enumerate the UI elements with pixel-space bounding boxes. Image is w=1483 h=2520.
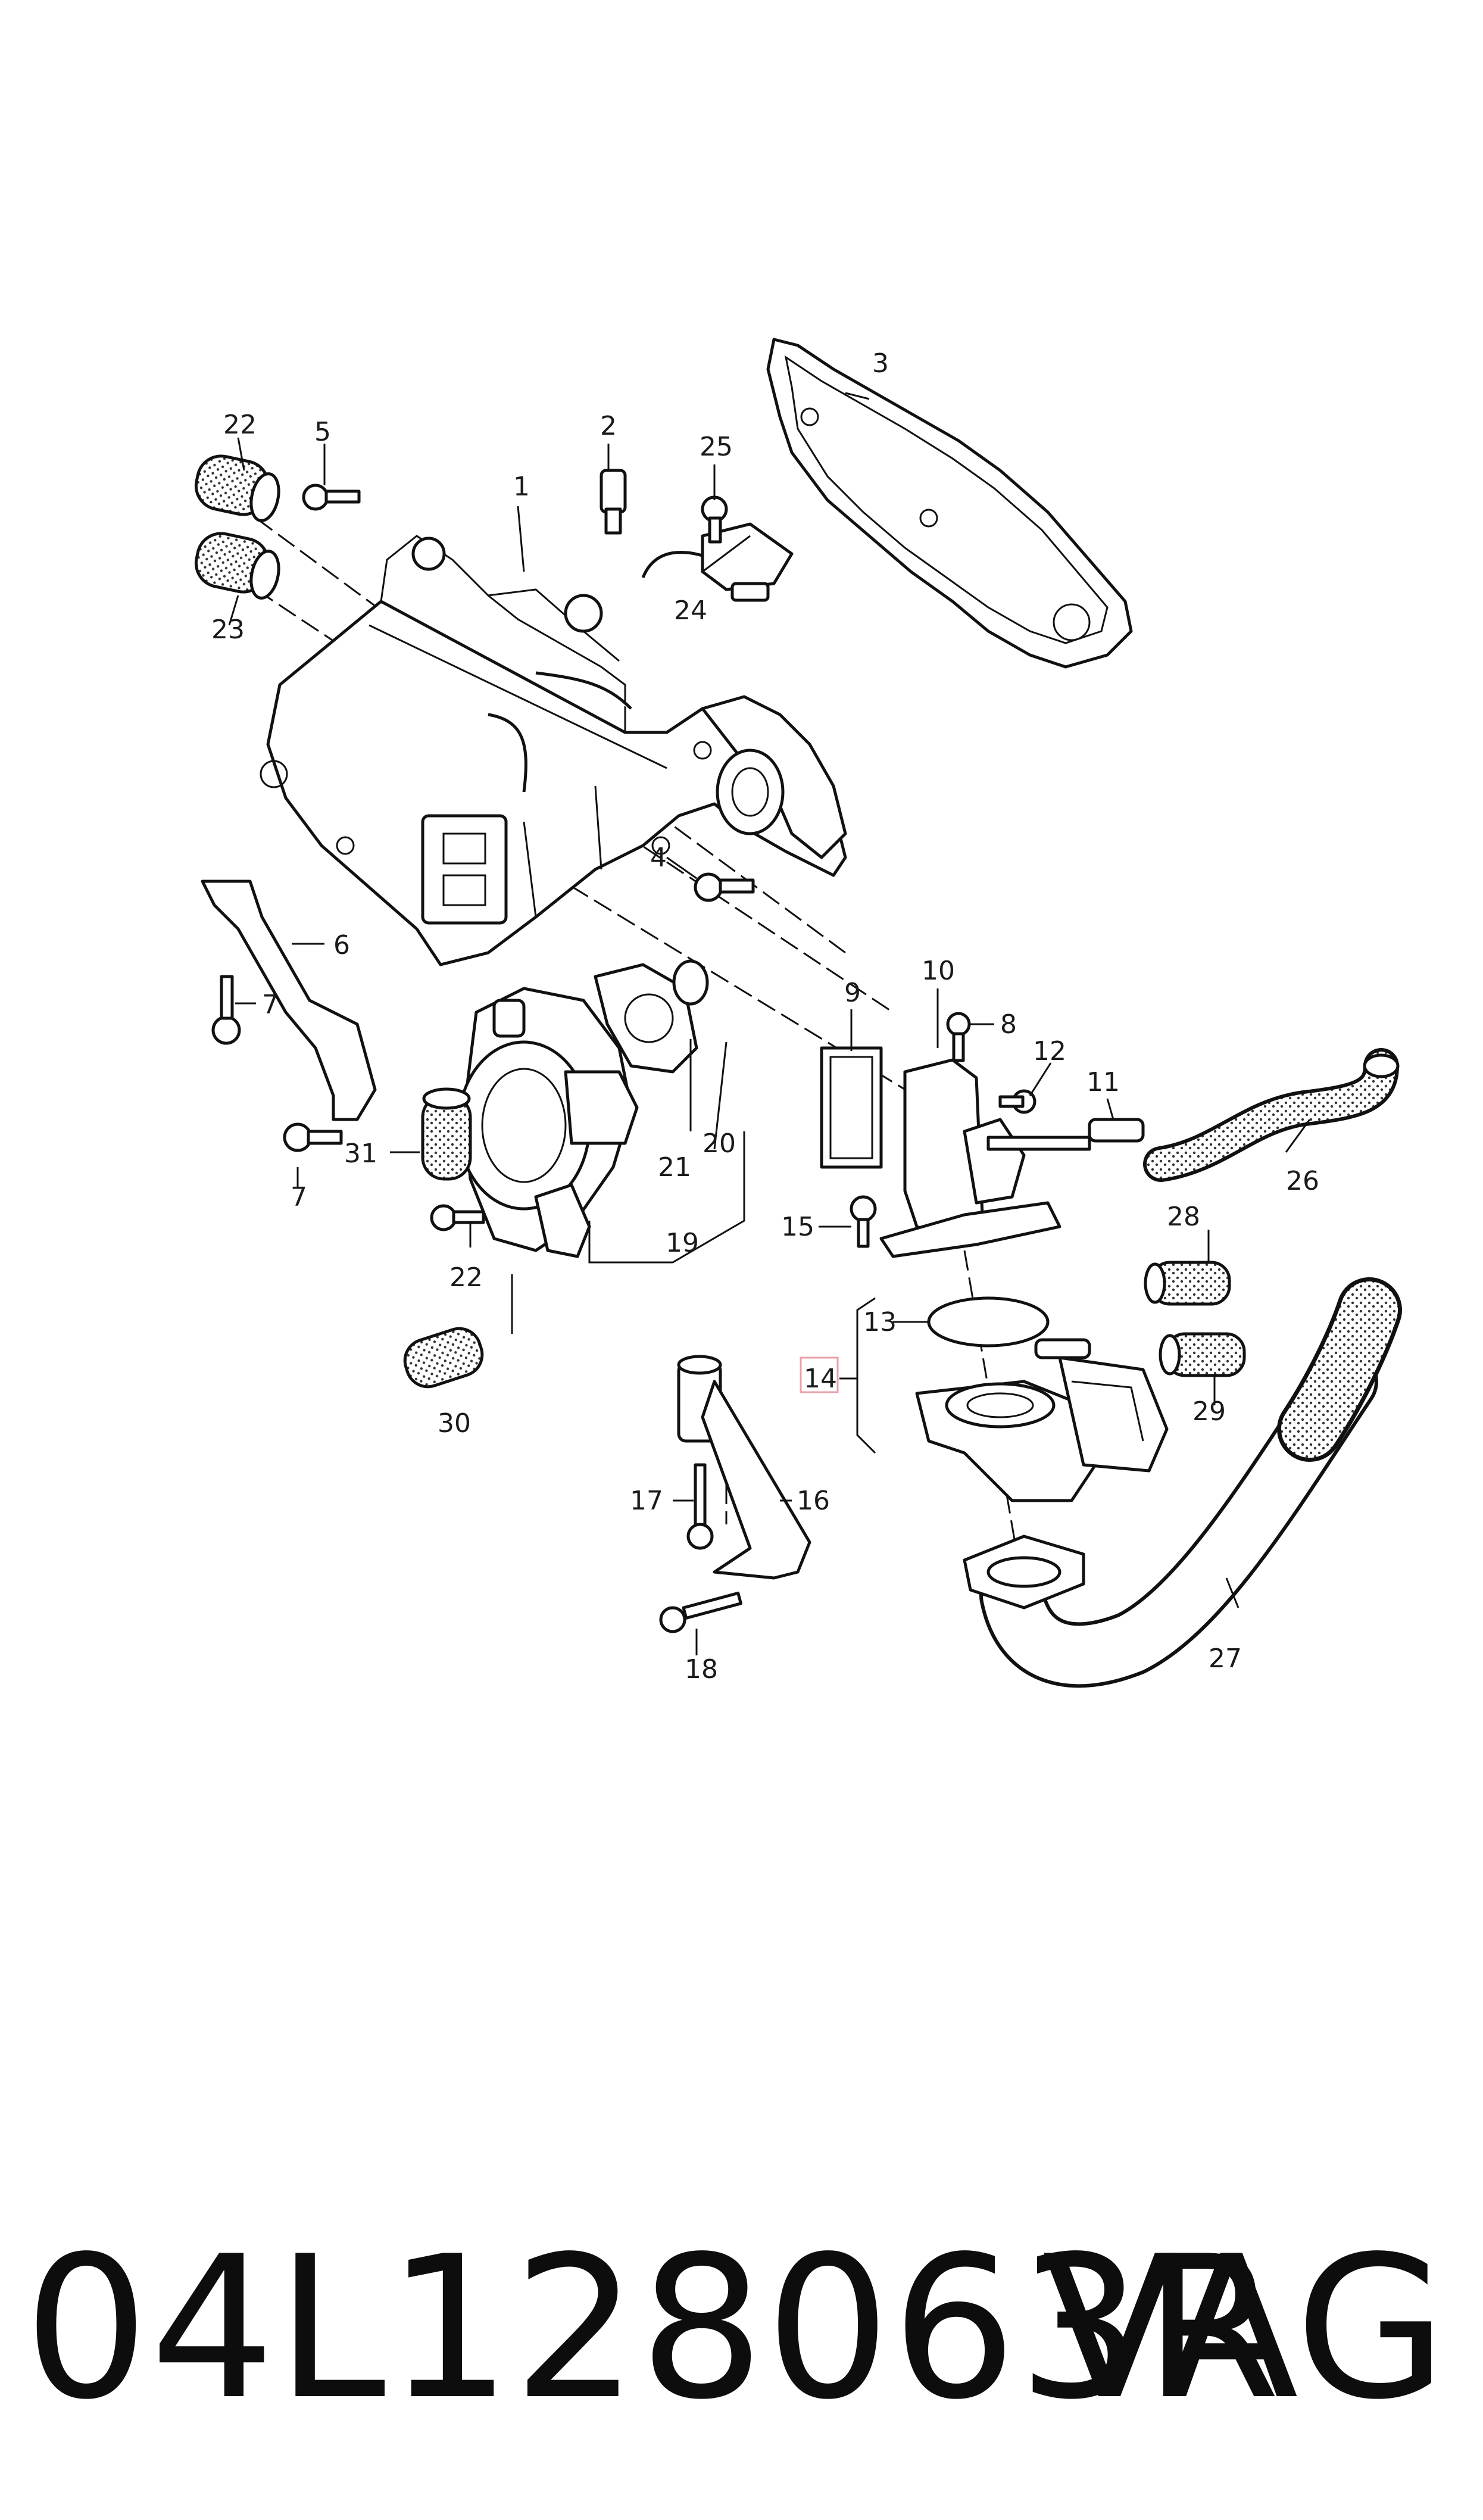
callout-14: 14 — [804, 1364, 837, 1394]
callout-21: 21 — [658, 1152, 691, 1183]
callout-18: 18 — [685, 1654, 718, 1685]
callout-22-label: 22 — [449, 1262, 483, 1293]
callout-27: 26 — [1286, 1166, 1319, 1196]
callout-8: 8 — [1000, 1009, 1017, 1040]
callout-16: 16 — [797, 1486, 830, 1516]
callout-7a: 7 — [262, 990, 279, 1020]
callout-26: 25 — [700, 432, 733, 462]
callout-12: 12 — [1033, 1036, 1066, 1066]
sleeves-23-24 — [194, 454, 280, 600]
callout-19: 19 — [666, 1228, 699, 1258]
callout-25: 24 — [674, 595, 707, 626]
callout-32: 31 — [344, 1139, 377, 1169]
leader-lines — [228, 392, 1311, 1655]
coolant-hose-27 — [1143, 1048, 1400, 1182]
bolts-upper — [302, 484, 755, 902]
sleeves-29-30 — [1144, 1261, 1246, 1377]
support-bracket — [201, 879, 377, 1152]
callout-28: 27 — [1209, 1643, 1242, 1674]
egr-valve-assembly — [457, 959, 709, 1258]
brand-label: VAG — [1042, 2214, 1447, 2443]
sleeves-31-32 — [403, 1087, 485, 1389]
temperature-sensor — [600, 469, 627, 535]
callout-2: 2 — [600, 411, 617, 441]
callout-24: 23 — [211, 615, 245, 645]
callout-3: 3 — [872, 348, 889, 379]
callout-14-highlight — [800, 1356, 839, 1393]
callout-17: 17 — [630, 1486, 663, 1516]
callout-20: 20 — [703, 1128, 736, 1159]
callout-30: 29 — [1192, 1396, 1226, 1427]
callout-15: 15 — [781, 1212, 814, 1242]
callout-9: 9 — [844, 978, 861, 1008]
egr-cooler-body — [260, 535, 847, 966]
callout-23: 22 — [223, 410, 257, 440]
vacuum-hose-and-valve — [641, 522, 794, 602]
intake-flange-group — [820, 1012, 1145, 1258]
bracket-16-group — [659, 1355, 811, 1633]
egr-pipe-28 — [963, 1277, 1402, 1688]
callout-13: 13 — [863, 1307, 897, 1337]
callout-6: 6 — [333, 930, 350, 960]
part-number: 04L128063R — [24, 2214, 1282, 2443]
callout-11: 11 — [1087, 1067, 1120, 1097]
callout-10: 10 — [922, 956, 955, 986]
callout-4: 4 — [650, 843, 667, 873]
cooler-gasket — [766, 338, 1133, 669]
callout-31: 30 — [438, 1408, 471, 1439]
callout-29: 28 — [1167, 1202, 1200, 1232]
callout-labels: 22 23 5 2 1 3 25 24 4 6 7 7 8 9 10 11 12… — [211, 348, 1319, 1685]
callout-7b: 7 — [291, 1182, 307, 1212]
callout-5: 5 — [314, 417, 331, 447]
callout-1: 1 — [513, 472, 530, 502]
egr-valve-14 — [915, 1296, 1169, 1502]
